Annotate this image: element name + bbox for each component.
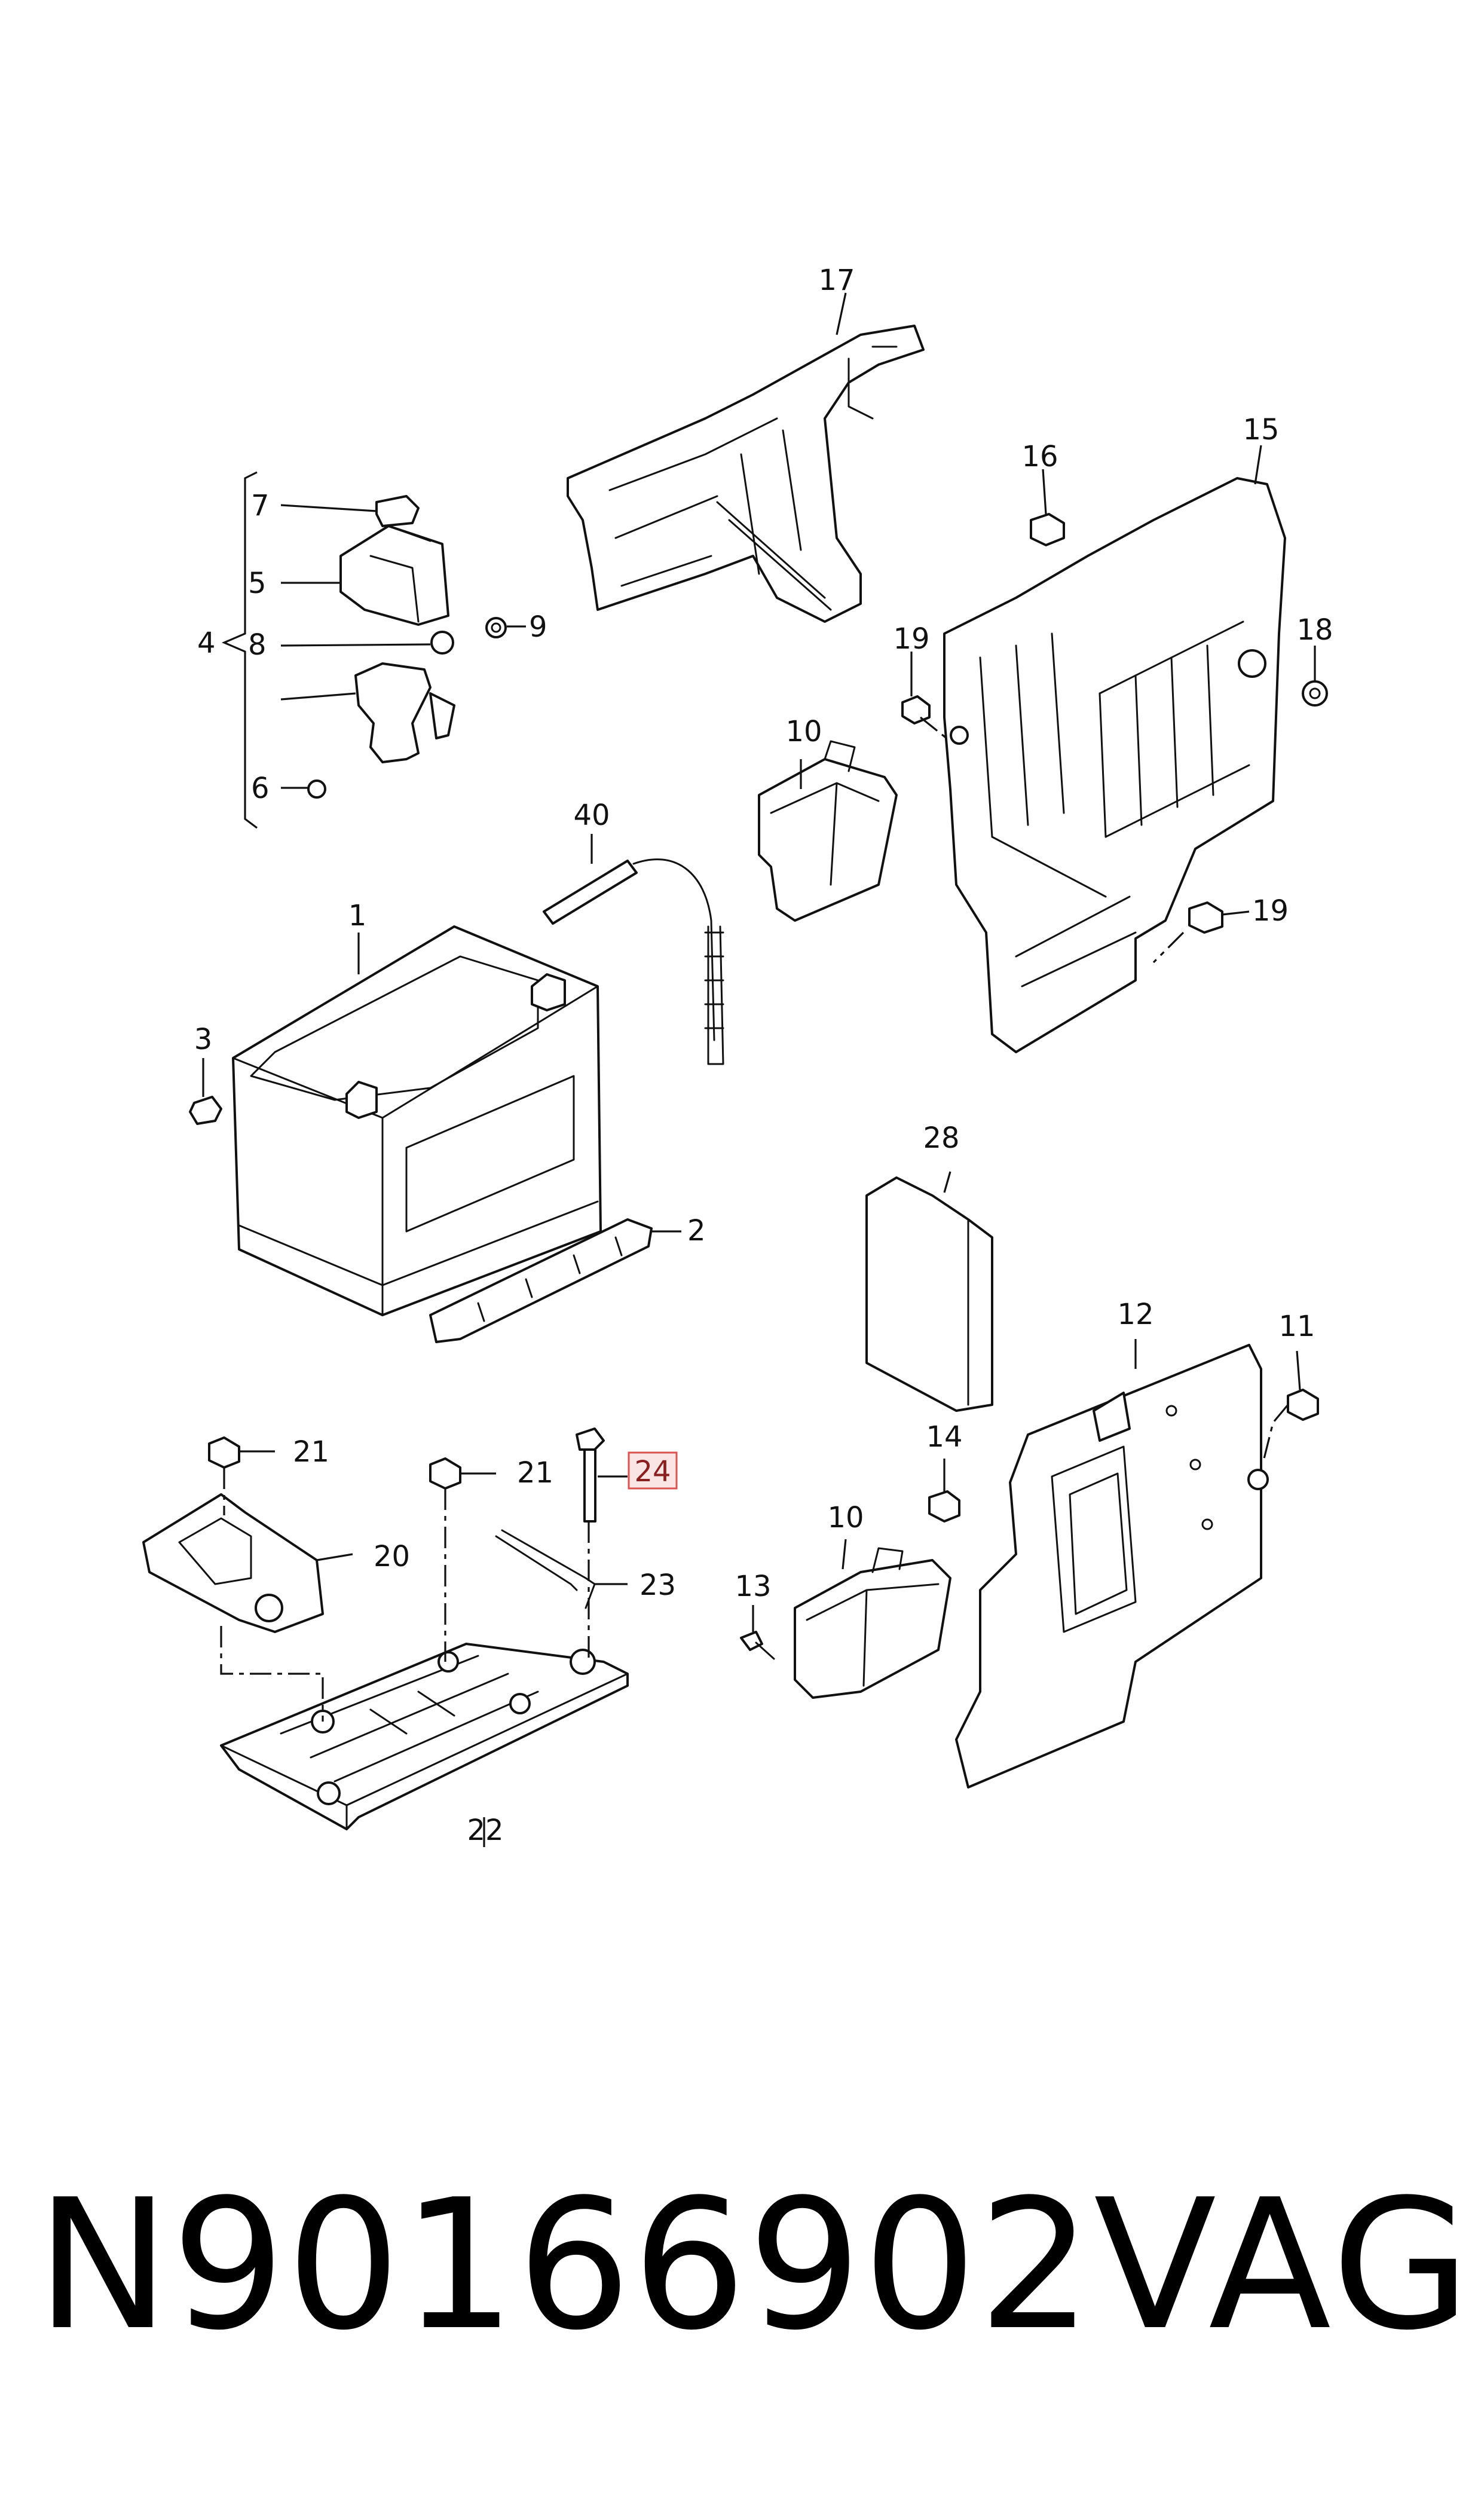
part-21b-nut xyxy=(429,1457,461,1490)
brand-caption: VAG xyxy=(1094,2161,1474,2370)
callout-24-highlight[interactable]: 24 xyxy=(628,1451,678,1490)
callout-13: 13 xyxy=(735,1570,771,1603)
part-18-washer xyxy=(1302,680,1328,707)
callout-21-right: 21 xyxy=(517,1456,553,1490)
part-3-plug xyxy=(189,1096,222,1125)
callout-9: 9 xyxy=(529,610,547,644)
callout-40: 40 xyxy=(573,799,610,832)
callout-11: 11 xyxy=(1278,1310,1315,1343)
callout-23: 23 xyxy=(640,1569,676,1602)
callout-17: 17 xyxy=(818,264,855,297)
part-10-module-upper xyxy=(758,740,898,922)
callout-24: 24 xyxy=(634,1455,671,1488)
assembly-lines xyxy=(220,716,1289,1722)
part-40-cable xyxy=(543,858,724,1065)
highlight-box xyxy=(628,1451,678,1490)
callout-7: 7 xyxy=(251,489,270,522)
part-10-module-lower xyxy=(794,1547,951,1699)
callout-15: 15 xyxy=(1243,413,1279,447)
part-12-plate xyxy=(955,1344,1269,1789)
callout-16: 16 xyxy=(1021,440,1058,473)
callout-5: 5 xyxy=(248,567,267,600)
part-22-tray xyxy=(220,1643,629,1830)
part-1-battery xyxy=(232,925,602,1316)
callout-6: 6 xyxy=(251,772,270,805)
part-19b-nut xyxy=(1188,901,1223,934)
part-19a-nut xyxy=(901,695,931,724)
part-2-clamp-strip xyxy=(429,1218,653,1343)
part-21a-nut xyxy=(208,1436,240,1469)
callout-3: 3 xyxy=(194,1023,213,1056)
callout-2: 2 xyxy=(687,1214,706,1248)
callout-19-upper: 19 xyxy=(893,622,929,656)
callout-12: 12 xyxy=(1117,1298,1153,1331)
part-13-screw xyxy=(740,1631,775,1660)
callout-14: 14 xyxy=(926,1420,962,1454)
callout-1: 1 xyxy=(348,899,367,933)
callouts: 17 15 16 18 19 19 7 5 4 8 9 6 10 40 1 3 … xyxy=(194,264,1333,1847)
callout-10-upper: 10 xyxy=(785,715,822,748)
callout-10-lower: 10 xyxy=(827,1501,864,1534)
part-23-clip xyxy=(495,1529,596,1609)
part-11-nut xyxy=(1287,1389,1319,1421)
part-17-bracket xyxy=(567,325,925,623)
callout-22: 22 xyxy=(467,1814,503,1847)
callout-8: 8 xyxy=(248,628,267,662)
callout-28: 28 xyxy=(923,1121,959,1155)
callout-19-lower: 19 xyxy=(1252,894,1289,928)
callout-20: 20 xyxy=(374,1540,410,1573)
part-14-washer xyxy=(928,1490,960,1523)
part-number-caption: N90166902 xyxy=(36,2161,1094,2370)
part-4-bracket-group xyxy=(221,471,507,829)
callout-18: 18 xyxy=(1296,613,1333,647)
part-15-carrier xyxy=(943,477,1286,1053)
part-24-bolt xyxy=(576,1427,605,1523)
part-16-nut xyxy=(1030,513,1065,546)
part-20-bracket xyxy=(142,1493,324,1633)
callout-21-left: 21 xyxy=(293,1435,329,1469)
callout-4: 4 xyxy=(197,626,216,660)
part-28-pad xyxy=(865,1176,993,1412)
leader-lines xyxy=(202,292,1316,1847)
